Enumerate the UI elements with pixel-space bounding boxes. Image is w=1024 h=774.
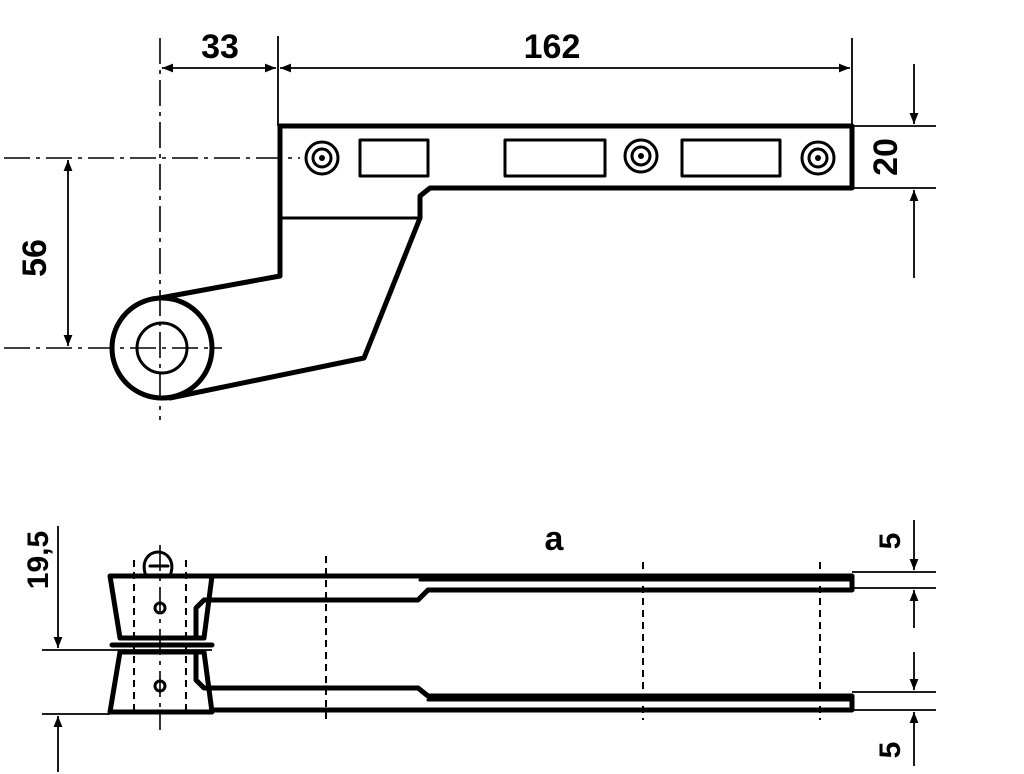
top-view: 33 162 56 20 [4, 28, 936, 420]
pivot-eye [109, 295, 215, 401]
dimension-label-33: 33 [201, 28, 239, 66]
label-a: a [545, 520, 565, 558]
plate-left-edge [157, 123, 283, 301]
side-view: 19,5 a 5 5 [22, 520, 936, 772]
upper-knuckle [107, 573, 215, 641]
upper-leaf [193, 573, 855, 641]
dimension-label-20: 20 [867, 138, 905, 176]
dimension-label-19-5: 19,5 [22, 531, 55, 589]
dimension-label-162: 162 [524, 28, 581, 66]
dimension-label-5-bottom: 5 [874, 742, 907, 759]
dimension-label-5-top: 5 [874, 533, 907, 550]
screw-hole-middle [623, 138, 659, 174]
screw-hole-right [800, 140, 836, 176]
lower-leaf [193, 649, 855, 713]
slot-middle [503, 138, 607, 178]
dimension-label-56: 56 [16, 239, 54, 277]
upper-pin-hole [153, 601, 167, 615]
slot-left [358, 138, 430, 178]
pin-head [142, 550, 174, 578]
screw-hole-left [304, 140, 340, 176]
slot-right [680, 138, 782, 178]
pivot-bore [135, 321, 189, 375]
lower-pin-hole [153, 679, 167, 693]
arm-outline [167, 215, 423, 401]
plate-outline [277, 123, 855, 221]
